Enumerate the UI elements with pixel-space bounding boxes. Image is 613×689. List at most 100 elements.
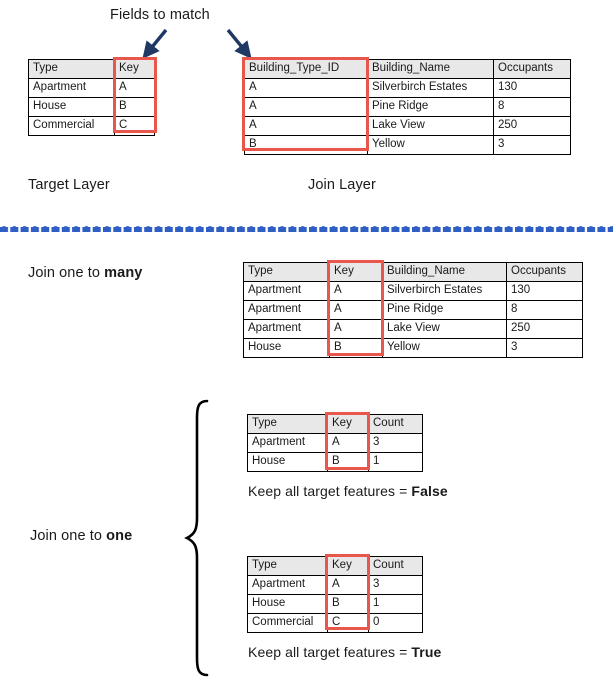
cell-key: B <box>327 452 369 472</box>
cell-type: Apartment <box>247 575 328 595</box>
cell-type: House <box>247 452 328 472</box>
table-row: Commercial C 0 <box>247 613 423 633</box>
cell-key: A <box>327 575 369 595</box>
cell-key: C <box>327 613 369 633</box>
join-one-to-many-emphasis: many <box>104 265 143 281</box>
join-one-to-many-label: Join one to many <box>28 265 142 281</box>
table-row: House B 1 <box>247 594 423 614</box>
column-header-type: Type <box>247 556 328 576</box>
join-one-to-one-emphasis: one <box>106 528 133 544</box>
join-one-to-one-label: Join one to one <box>30 528 132 544</box>
cell-key: A <box>329 281 383 301</box>
cell-type: House <box>243 338 330 358</box>
table-row: House B 1 <box>247 452 423 472</box>
cell-count: 1 <box>368 594 423 614</box>
target-layer-label: Target Layer <box>28 177 110 193</box>
column-header-key: Key <box>327 556 369 576</box>
cell-type: Commercial <box>28 116 115 136</box>
column-header-occupants: Occupants <box>506 262 583 282</box>
cell-key: A <box>114 78 155 98</box>
join-layer-table-wrap: Building_Type_ID Building_Name Occupants… <box>244 59 571 155</box>
cell-occupants: 130 <box>506 281 583 301</box>
target-layer-table-wrap: Type Key Apartment A House B Commercial … <box>28 59 155 136</box>
cell-occupants: 8 <box>493 97 571 117</box>
keep-false-value: False <box>411 483 448 499</box>
one-to-many-table-wrap: Type Key Building_Name Occupants Apartme… <box>243 262 583 358</box>
column-header-type: Type <box>28 59 115 79</box>
cell-type: Apartment <box>243 300 330 320</box>
column-header-key: Key <box>327 414 369 434</box>
cell-building-name: Lake View <box>382 319 507 339</box>
cell-building-type-id: A <box>244 97 368 117</box>
table-row: A Lake View 250 <box>244 116 571 136</box>
cell-type: Apartment <box>243 319 330 339</box>
cell-key: B <box>327 594 369 614</box>
cell-key: B <box>329 338 383 358</box>
join-one-to-many-prefix: Join one to <box>28 265 105 281</box>
join-layer-label: Join Layer <box>308 177 376 193</box>
arrow-to-join-key-icon <box>222 28 258 60</box>
cell-type: Apartment <box>243 281 330 301</box>
fields-to-match-text: Fields to match <box>110 7 210 23</box>
arrow-to-target-key-icon <box>139 28 175 60</box>
cell-building-name: Lake View <box>367 116 494 136</box>
cell-count: 3 <box>368 575 423 595</box>
table-header-row: Type Key <box>28 59 155 79</box>
table-row: House B <box>28 97 155 117</box>
table-header-row: Building_Type_ID Building_Name Occupants <box>244 59 571 79</box>
keep-true-value: True <box>411 644 442 660</box>
table-row: B Yellow 3 <box>244 135 571 155</box>
column-header-key: Key <box>114 59 155 79</box>
table-row: Apartment A Lake View 250 <box>243 319 583 339</box>
cell-building-name: Pine Ridge <box>367 97 494 117</box>
column-header-type: Type <box>247 414 328 434</box>
column-header-type: Type <box>243 262 330 282</box>
cell-key: A <box>327 433 369 453</box>
cell-building-type-id: A <box>244 78 368 98</box>
column-header-key: Key <box>329 262 383 282</box>
one-to-one-true-table-wrap: Type Key Count Apartment A 3 House B 1 C… <box>247 556 423 633</box>
cell-count: 3 <box>368 433 423 453</box>
target-layer-table: Type Key Apartment A House B Commercial … <box>28 59 155 136</box>
keep-all-target-features-true-label: Keep all target features = True <box>248 644 441 660</box>
one-to-one-false-table: Type Key Count Apartment A 3 House B 1 <box>247 414 423 472</box>
table-header-row: Type Key Count <box>247 414 423 434</box>
cell-type: Apartment <box>247 433 328 453</box>
cell-building-name: Pine Ridge <box>382 300 507 320</box>
cell-building-name: Yellow <box>382 338 507 358</box>
cell-building-name: Silverbirch Estates <box>382 281 507 301</box>
keep-true-prefix: Keep all target features = <box>248 644 412 660</box>
table-row: A Pine Ridge 8 <box>244 97 571 117</box>
column-header-building-type-id: Building_Type_ID <box>244 59 368 79</box>
cell-type: House <box>247 594 328 614</box>
cell-occupants: 3 <box>493 135 571 155</box>
cell-key: B <box>114 97 155 117</box>
one-to-many-table: Type Key Building_Name Occupants Apartme… <box>243 262 583 358</box>
target-layer-text: Target Layer <box>28 177 110 193</box>
cell-type: Commercial <box>247 613 328 633</box>
table-row: Apartment A <box>28 78 155 98</box>
column-header-count: Count <box>368 414 423 434</box>
table-row: House B Yellow 3 <box>243 338 583 358</box>
cell-building-type-id: A <box>244 116 368 136</box>
keep-false-prefix: Keep all target features = <box>248 483 412 499</box>
column-header-building-name: Building_Name <box>367 59 494 79</box>
cell-key: A <box>329 319 383 339</box>
cell-occupants: 3 <box>506 338 583 358</box>
table-row: Apartment A Pine Ridge 8 <box>243 300 583 320</box>
fields-to-match-label: Fields to match <box>110 7 210 23</box>
cell-count: 1 <box>368 452 423 472</box>
column-header-building-name: Building_Name <box>382 262 507 282</box>
one-to-one-false-table-wrap: Type Key Count Apartment A 3 House B 1 <box>247 414 423 472</box>
cell-occupants: 130 <box>493 78 571 98</box>
cell-key: C <box>114 116 155 136</box>
section-divider <box>0 222 613 232</box>
table-header-row: Type Key Count <box>247 556 423 576</box>
column-header-count: Count <box>368 556 423 576</box>
table-row: Apartment A 3 <box>247 575 423 595</box>
join-one-to-one-brace-icon <box>183 398 209 683</box>
cell-occupants: 250 <box>493 116 571 136</box>
cell-building-name: Silverbirch Estates <box>367 78 494 98</box>
table-header-row: Type Key Building_Name Occupants <box>243 262 583 282</box>
join-layer-table: Building_Type_ID Building_Name Occupants… <box>244 59 571 155</box>
